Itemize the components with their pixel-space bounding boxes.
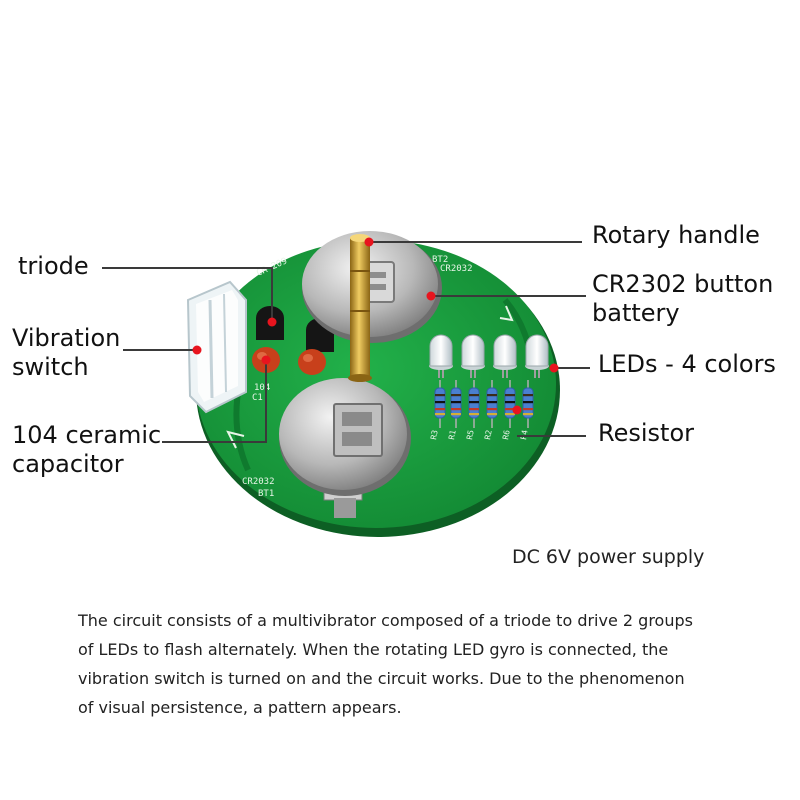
rotary-handle [348, 234, 372, 382]
label-rotary-handle: Rotary handle [592, 221, 760, 250]
dot-vibration-switch [192, 345, 202, 355]
leader-ceramic-capacitor [162, 360, 267, 443]
label-vibration-switch-line1: Vibration [12, 324, 121, 352]
led [461, 334, 485, 378]
resistor [450, 380, 462, 428]
dot-triode [267, 317, 277, 327]
silk-resistor-ref: R6 [501, 429, 512, 440]
resistors [434, 380, 534, 428]
silk-resistor-ref: R2 [483, 429, 494, 440]
label-button-battery: CR2302 button battery [592, 270, 773, 328]
resistor [522, 380, 534, 428]
resistor [486, 380, 498, 428]
label-button-battery-line2: battery [592, 299, 680, 327]
silk-cap-ref: C1 [252, 393, 263, 403]
silk-resistor-ref: R3 [429, 429, 440, 440]
silk-resistor-refs: R3 R1 R5 R2 R6 R4 [429, 429, 530, 440]
label-triode: triode [18, 252, 89, 281]
leader-lines [102, 241, 590, 443]
led [429, 334, 453, 378]
dot-button-battery [426, 291, 436, 301]
label-leds-text: LEDs - 4 colors [598, 350, 776, 378]
label-vibration-switch-line2: switch [12, 353, 89, 381]
silk-resistor-ref: R4 [519, 429, 530, 440]
resistor [504, 380, 516, 428]
vibration-switch [186, 280, 247, 414]
description-line-3: vibration switch is turned on and the ci… [78, 669, 685, 688]
battery-bottom [279, 378, 411, 518]
label-resistor: Resistor [598, 419, 694, 448]
rotation-arrow-right [499, 305, 514, 322]
label-leds: LEDs - 4 colors [598, 350, 776, 379]
silk-bt2: BT2 [432, 255, 448, 265]
leader-triode [102, 267, 273, 322]
label-button-battery-line1: CR2302 button [592, 270, 774, 298]
label-ceramic-capacitor-line1: 104 ceramic [12, 421, 162, 449]
label-triode-text: triode [18, 252, 89, 280]
resistor [434, 380, 446, 428]
label-resistor-text: Resistor [598, 419, 694, 447]
silk-resistor-ref: R1 [447, 429, 458, 440]
silk-resistor-ref: R5 [465, 429, 476, 440]
description-line-1: The circuit consists of a multivibrator … [78, 611, 693, 630]
callout-dots [192, 237, 559, 415]
dot-ceramic-capacitor [261, 355, 271, 365]
dot-resistor [512, 405, 522, 415]
leds [429, 334, 549, 378]
label-ceramic-capacitor-line2: capacitor [12, 450, 124, 478]
supply-note: DC 6V power supply [512, 546, 705, 568]
silk-bt1: BT1 [258, 489, 274, 499]
description-line-2: of LEDs to flash alternately. When the r… [78, 640, 669, 659]
dot-leds [549, 363, 559, 373]
dot-rotary-handle [364, 237, 374, 247]
silk-cap-value: 104 [254, 383, 270, 393]
description: The circuit consists of a multivibrator … [78, 606, 738, 722]
label-rotary-handle-text: Rotary handle [592, 221, 760, 249]
led [525, 334, 549, 378]
led [493, 334, 517, 378]
description-line-4: of visual persistence, a pattern appears… [78, 698, 402, 717]
label-ceramic-capacitor: 104 ceramic capacitor [12, 421, 161, 479]
label-vibration-switch: Vibration switch [12, 324, 120, 382]
silk-cr-top: CR2032 [440, 264, 473, 274]
silk-cr-bottom: CR2032 [242, 477, 275, 487]
resistor [468, 380, 480, 428]
